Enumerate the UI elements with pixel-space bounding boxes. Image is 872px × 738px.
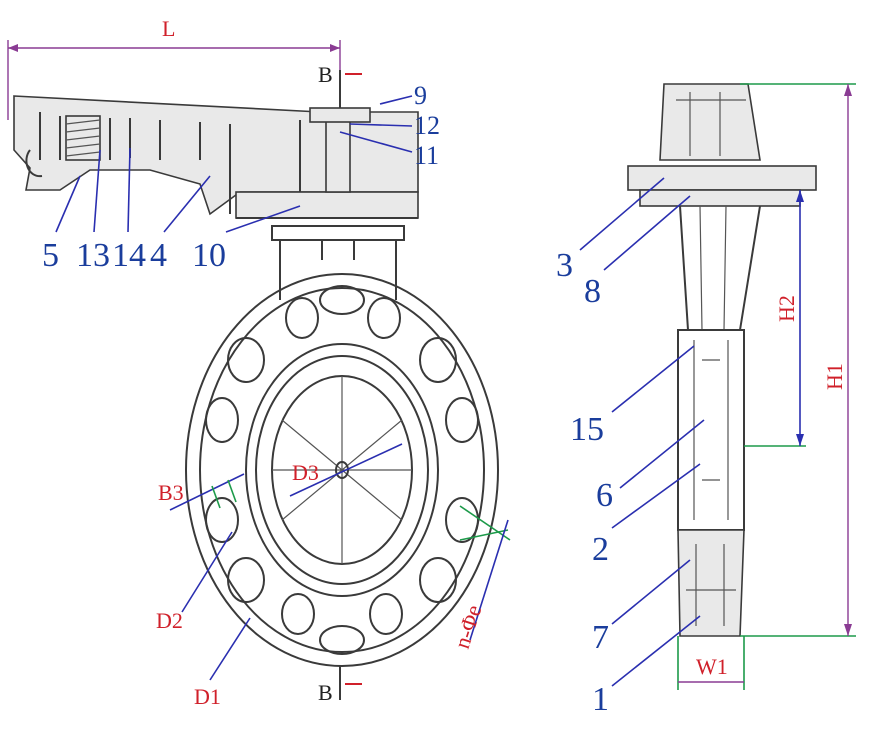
handle-spring [65,115,101,161]
dimension-d3-label: D3 [292,460,319,485]
part-6-label: 6 [596,477,613,514]
dimension-n-phi-e-ext-b [459,505,511,541]
flange-outer [185,273,499,667]
side-handle-head [659,83,761,161]
dimension-b3-tick-a [211,485,221,509]
dimension-d3-line [289,443,403,497]
part-13-label: 13 [76,237,110,274]
part-2-label: 2 [592,531,609,568]
side-neck [679,205,761,331]
side-stem [699,205,727,331]
dimension-n-phi-e-line [469,519,509,641]
section-b-label-top: B [318,62,333,87]
dimension-b3-line [169,473,245,511]
stem-top [325,117,351,193]
ratchet-plate [235,191,419,219]
disc-lines [272,376,412,564]
seat-ring-outer [245,343,439,597]
dimension-b3-label: B3 [158,480,184,505]
front-part-leaders [55,95,413,233]
valve-body-front: D3 B3 D2 D1 n-Φe B [156,225,511,709]
dimension-h2-label: H2 [774,295,799,322]
dimension-n-phi-e-ext-a [459,529,509,541]
dimension-h1-arrow-top [844,84,852,96]
part-10-label: 10 [192,237,226,274]
part-5-label: 5 [42,237,59,274]
part-9-label: 9 [414,81,427,110]
dimension-l-arrow-right [330,44,340,52]
dimension-d1-leader [209,617,251,681]
valve-side-view: H1 H2 W1 [627,83,856,690]
side-flange-plate [627,165,817,191]
dimension-d2-label: D2 [156,608,183,633]
part-7-label: 7 [592,619,609,656]
handle-trigger [25,149,43,178]
part-15-label: 15 [570,411,604,448]
dimension-b3-tick-b [227,479,237,503]
body-neck [279,240,397,300]
dimension-l-label: L [162,16,175,41]
front-part-numbers: 9 12 11 5 13 14 4 10 [42,81,440,274]
handle-cap [309,107,371,123]
disc-hub [335,461,349,479]
side-part-numbers: 3 8 15 6 2 7 1 [556,247,613,718]
dimension-h2-arrow-bottom [796,434,804,446]
side-handle-detail [676,92,746,156]
bolt-pockets [205,285,479,655]
side-bottom-detail [686,544,736,626]
side-body-detail [693,340,729,520]
dimension-l-arrow-left [8,44,18,52]
flange-outer-inner [199,287,485,653]
dimension-w1-label: W1 [696,654,728,679]
dimension-n-phi-e-label: n-Φe [449,602,486,652]
part-8-label: 8 [584,273,601,310]
dimension-d2-leader [181,531,233,613]
part-3-label: 3 [556,247,573,284]
dimension-h2-arrow-top [796,190,804,202]
part-12-label: 12 [414,111,440,140]
part-11-label: 11 [414,141,439,170]
dimension-h1-label: H1 [822,363,847,390]
body-neck-top [271,225,405,241]
side-bottom [677,529,745,637]
dimension-h1-arrow-bottom [844,624,852,636]
side-part-leaders [579,177,705,687]
dimension-d1-label: D1 [194,684,221,709]
side-flange-base [639,189,801,207]
section-b-label-bottom: B [318,680,333,705]
seat-ring-mid [255,355,429,585]
part-4-label: 4 [150,237,167,274]
part-1-label: 1 [592,681,609,718]
part-14-label: 14 [112,237,146,274]
handle-ribs [39,112,301,214]
handle-assembly: B [7,40,419,219]
